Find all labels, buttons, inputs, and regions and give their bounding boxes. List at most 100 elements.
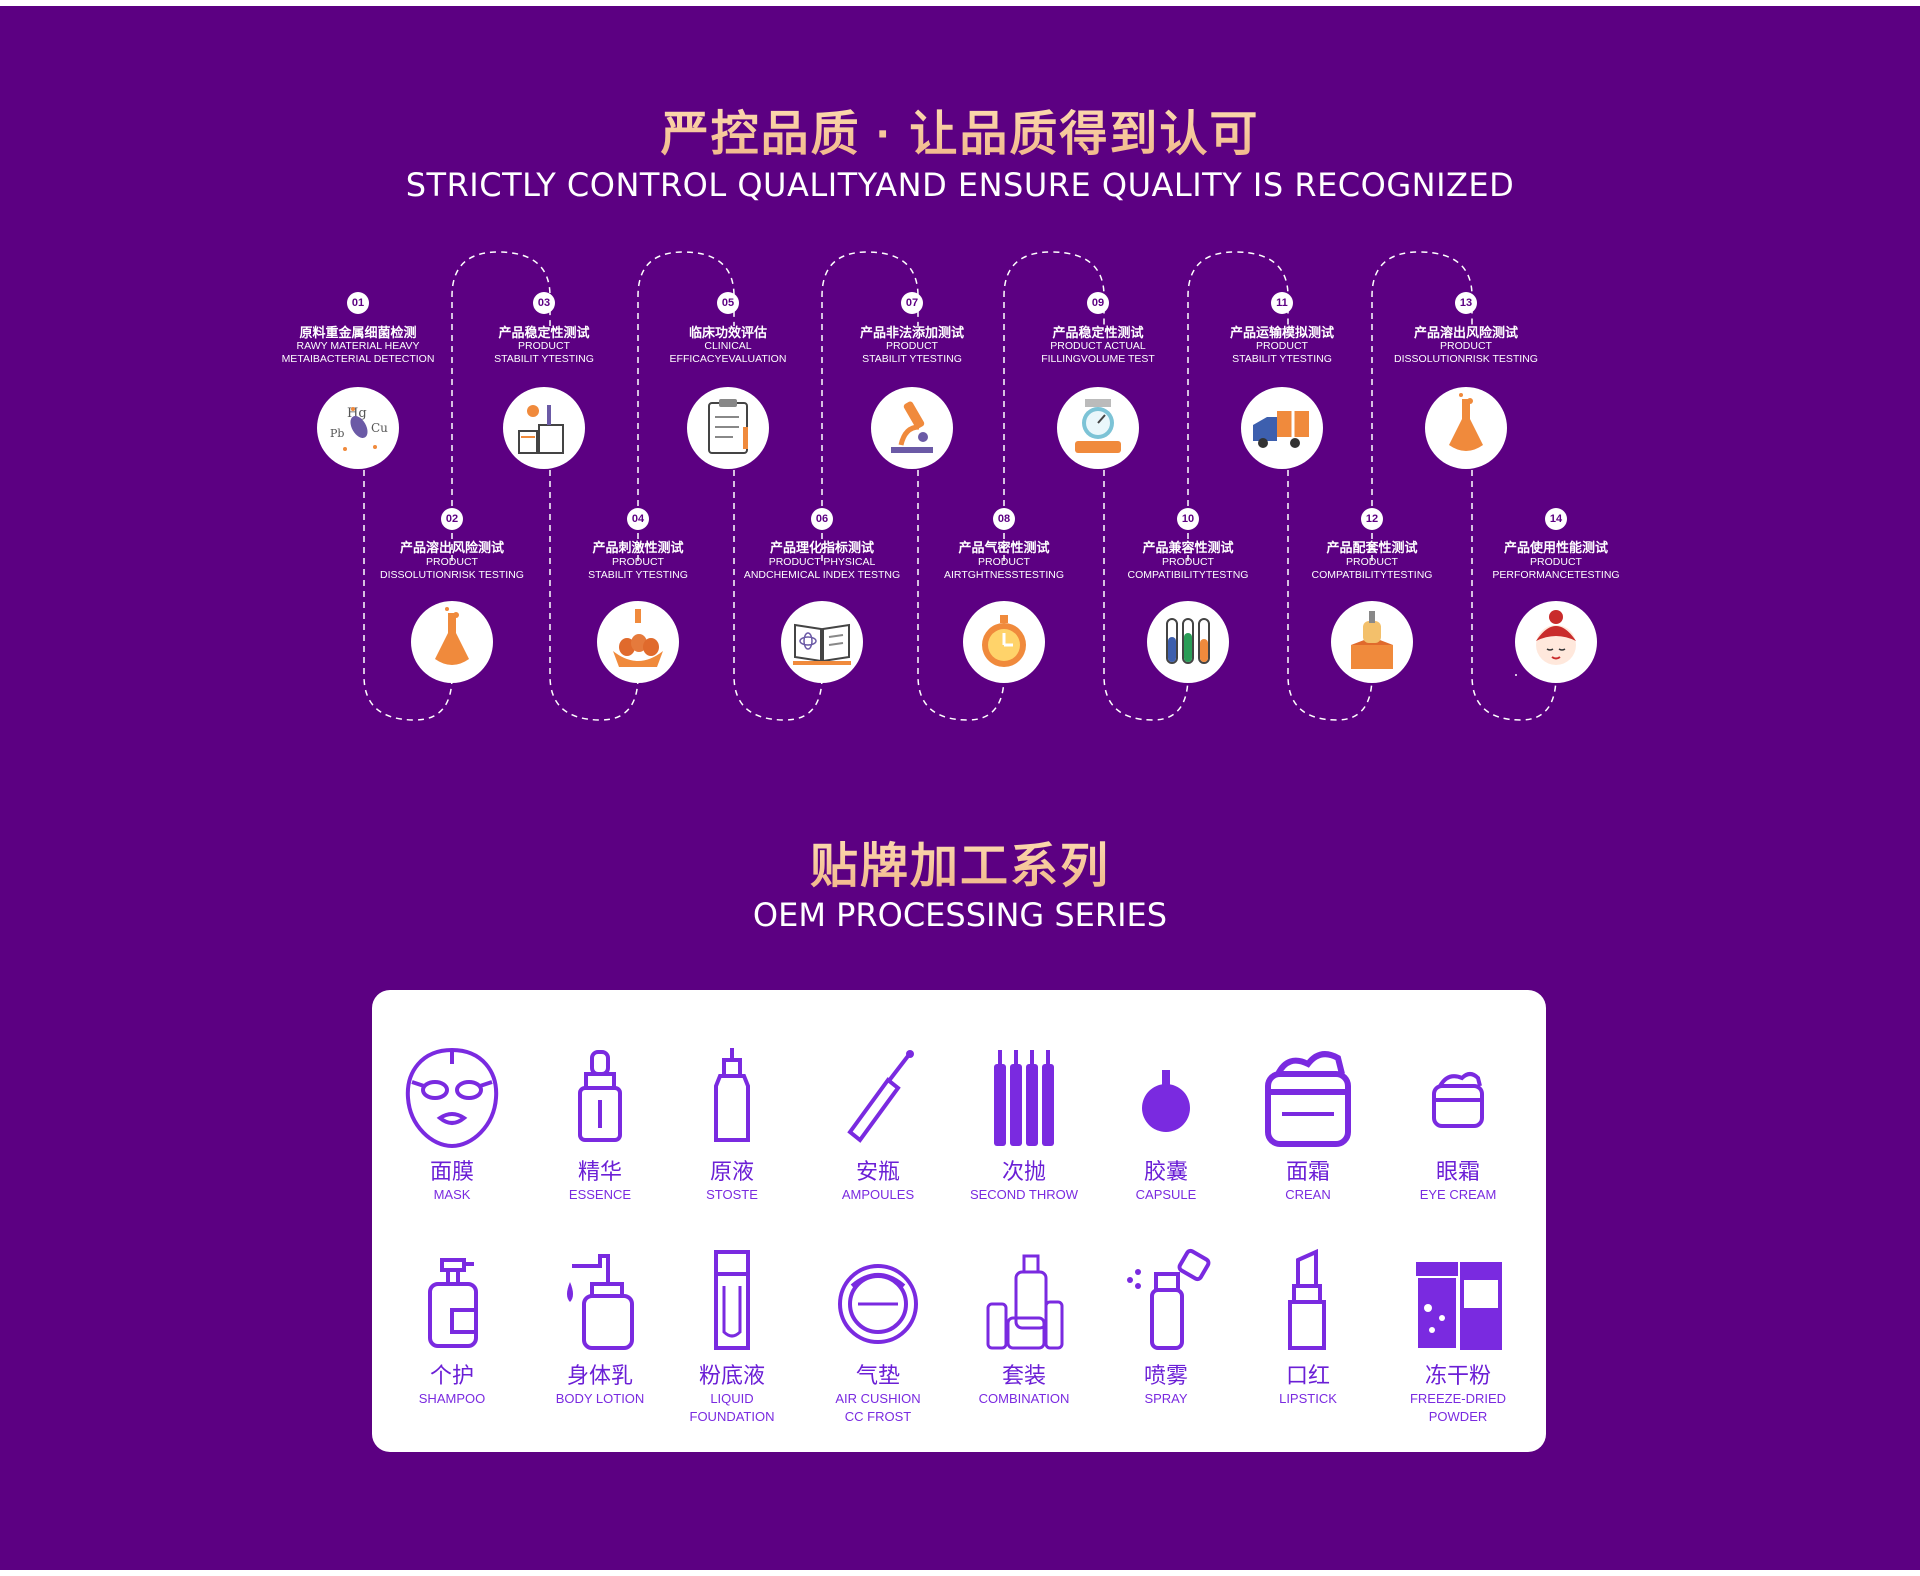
step-title-en-line1: PRODUCT [1162, 556, 1214, 568]
oem-product-name-en-line1: ESSENCE [568, 1187, 632, 1202]
flask-icon [1449, 393, 1483, 451]
dashed-connector-segment [637, 251, 735, 561]
step-title-en-line1: PRODUCT PHYSICAL [768, 556, 876, 568]
svg-text:Cu: Cu [371, 421, 388, 435]
oem-product-name-en-line1: AMPOULES [841, 1187, 915, 1202]
step-title-cn: 临床功效评估 [688, 325, 767, 340]
oem-product-item: 次抛 SECOND THROW [949, 1042, 1099, 1204]
step-number-badge: 01 [347, 292, 369, 314]
eggs-dropper-icon [613, 609, 663, 667]
oem-product-name-en-line1: CAPSULE [1135, 1187, 1197, 1202]
oem-product-name-en-line1: BODY LOTION [555, 1391, 645, 1406]
oem-product-name-cn: 面霜 [1285, 1160, 1330, 1185]
oem-product-item: 口红 LIPSTICK [1233, 1246, 1383, 1408]
step-title-en-line1: PRODUCT [886, 340, 938, 352]
step-title-en-line2: COMPATIBILITYTESTNG [1127, 569, 1249, 581]
dropper-bottle-icon [578, 1050, 622, 1142]
oem-product-name-cn: 个护 [429, 1364, 474, 1389]
oem-product-name-en-line2: FOUNDATION [689, 1409, 775, 1424]
step-title-cn: 产品非法添加测试 [859, 325, 964, 340]
oem-product-item: 胶囊 CAPSULE [1091, 1042, 1241, 1204]
svg-text:Pb: Pb [330, 427, 344, 440]
step-title-en-line2: STABILIT YTESTING [494, 353, 594, 365]
step-title-en-line1: CLINICAL [704, 340, 752, 352]
eye-cream-jar-icon [1432, 1072, 1484, 1128]
step-title-cn: 产品配套性测试 [1326, 540, 1418, 555]
step-title-en-line2: STABILIT YTESTING [862, 353, 962, 365]
step-icon-circle [597, 601, 679, 683]
step-number-badge: 12 [1361, 508, 1383, 530]
ampoule-icon [847, 1050, 914, 1143]
step-icon-circle [411, 601, 493, 683]
truck-icon [1253, 411, 1309, 448]
step-number-badge: 02 [441, 508, 463, 530]
product-set-icon [986, 1254, 1064, 1350]
step-title-en-line1: PRODUCT [1346, 556, 1398, 568]
pump-bottle-icon [428, 1258, 478, 1348]
oem-product-name-cn: 胶囊 [1143, 1160, 1188, 1185]
oem-product-name-cn: 身体乳 [566, 1364, 633, 1389]
oem-title-en: OEM PROCESSING SERIES [752, 896, 1168, 934]
step-title-en-line2: STABILIT YTESTING [1232, 353, 1332, 365]
dashed-connector-segment [363, 426, 453, 721]
oem-product-item: 眼霜 EYE CREAM [1383, 1042, 1533, 1204]
cream-jar-icon [1265, 1051, 1351, 1147]
oem-product-item: 粉底液 LIQUID FOUNDATION [657, 1246, 807, 1426]
dashed-connector-path [363, 251, 1557, 721]
oem-product-name-en-line1: SHAMPOO [418, 1391, 486, 1406]
foundation-bottle-icon [714, 1250, 750, 1350]
step-title-cn: 产品稳定性测试 [498, 325, 590, 340]
step-icon-circle [781, 601, 863, 683]
step-title-en-line2: DISSOLUTIONRISK TESTING [380, 569, 524, 581]
oem-product-name-cn: 冻干粉 [1424, 1364, 1491, 1389]
step-number-badge: 13 [1455, 292, 1477, 314]
oem-product-name-cn: 原液 [709, 1160, 754, 1185]
step-title-en-line2: COMPATBILITYTESTING [1311, 569, 1433, 581]
step-title-en-line1: PRODUCT ACTUAL [1050, 340, 1146, 352]
microscope-icon [891, 401, 933, 453]
oem-product-item: 喷雾 SPRAY [1091, 1246, 1241, 1408]
step-title-en-line1: PRODUCT [1440, 340, 1492, 352]
step-title-en-line1: PRODUCT [978, 556, 1030, 568]
capsule-icon [1142, 1070, 1190, 1132]
page-background: 严控品质 · 让品质得到认可 STRICTLY CONTROL QUALITYA… [0, 6, 1920, 1570]
oem-product-name-en-line1: MASK [433, 1187, 471, 1202]
clipboard-icon [708, 399, 748, 454]
step-title-cn: 产品溶出风险测试 [399, 540, 504, 555]
step-icon-circle [1515, 601, 1597, 683]
step-icon-circle [963, 601, 1045, 683]
oem-product-item: 精华 ESSENCE [525, 1042, 675, 1204]
oem-product-name-cn: 安瓶 [855, 1160, 900, 1185]
oem-product-name-cn: 次抛 [1001, 1160, 1046, 1185]
step-title-cn: 原料重金属细菌检测 [299, 325, 417, 340]
step-title-en-line1: PRODUCT [426, 556, 478, 568]
oem-product-name-cn: 精华 [577, 1160, 622, 1185]
freeze-dried-vials-icon [1416, 1262, 1502, 1350]
step-title-cn: 产品刺激性测试 [592, 540, 684, 555]
step-title-en-line2: DISSOLUTIONRISK TESTING [1394, 353, 1538, 365]
step-icon-circle [503, 387, 585, 469]
step-title-en-line1: RAWY MATERIAL HEAVY [296, 340, 420, 352]
step-number-badge: 08 [993, 508, 1015, 530]
oem-products-panel: 面膜 MASK 精华 ESSENCE 原液 STOSTE 安瓶 AMPOULES… [372, 990, 1546, 1452]
step-icon-circle [1331, 601, 1413, 683]
step-number-badge: 10 [1177, 508, 1199, 530]
oem-product-name-cn: 粉底液 [698, 1364, 765, 1389]
step-number-badge: 06 [811, 508, 833, 530]
step-icon-circle [871, 387, 953, 469]
step-icon-circle [1057, 387, 1139, 469]
oem-product-name-cn: 眼霜 [1435, 1160, 1480, 1185]
oem-product-item: 冻干粉 FREEZE-DRIED POWDER [1383, 1246, 1533, 1426]
oem-product-name-en-line1: LIPSTICK [1279, 1391, 1337, 1406]
step-icon-circle [1147, 601, 1229, 683]
face-mask-icon [405, 1047, 499, 1148]
vial-icon [714, 1048, 750, 1142]
oem-product-item: 安瓶 AMPOULES [803, 1042, 953, 1204]
step-title-en-line2: METAIBACTERIAL DETECTION [281, 353, 435, 365]
